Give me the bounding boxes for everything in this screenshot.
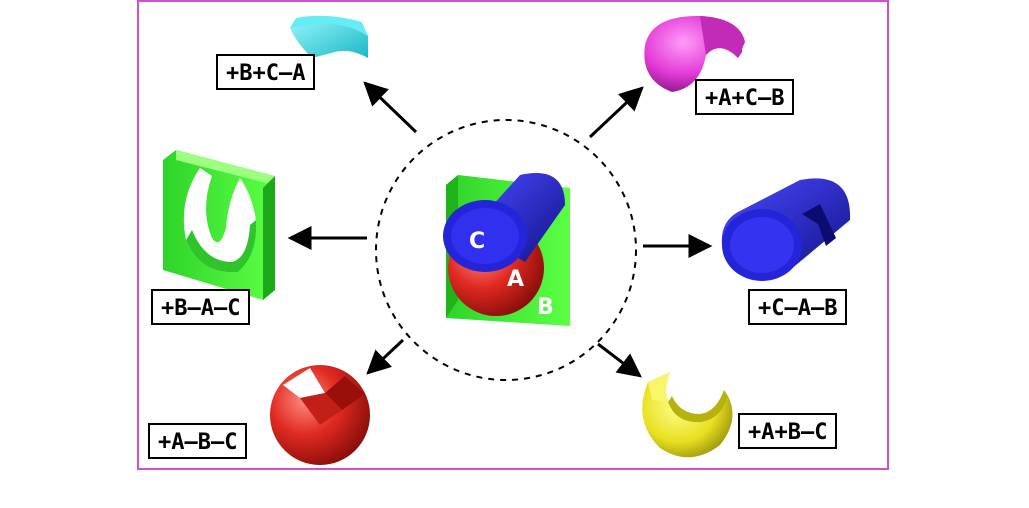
label-c: C [469, 229, 485, 254]
result-shape-mid-right [721, 178, 851, 281]
label-mid-left: +B–A–C [151, 289, 251, 325]
label-top-right: +A+C–B [695, 79, 795, 115]
label-mid-right: +C–A–B [748, 289, 848, 325]
result-shape-top-left [290, 15, 368, 58]
center-dashed-circle [375, 119, 637, 381]
outer-frame [137, 0, 889, 470]
label-bottom-right: +A+B–C [738, 413, 838, 449]
result-shape-bottom-right [642, 372, 733, 458]
result-shape-mid-left [163, 150, 275, 300]
label-b: B [537, 295, 554, 320]
arrow-top-right [588, 86, 644, 139]
label-bottom-left: +A–B–C [148, 423, 248, 459]
label-a: A [507, 267, 524, 292]
result-shape-top-right [644, 15, 745, 92]
arrow-bottom-left [366, 338, 405, 375]
arrow-bottom-right [597, 342, 642, 378]
cylinder-c-face-inner [451, 208, 519, 264]
arrow-top-left [363, 81, 418, 134]
result-shape-bottom-left [270, 365, 370, 465]
center-csg-shapes: C A B [443, 173, 570, 326]
label-top-left: +B+C–A [216, 54, 316, 90]
